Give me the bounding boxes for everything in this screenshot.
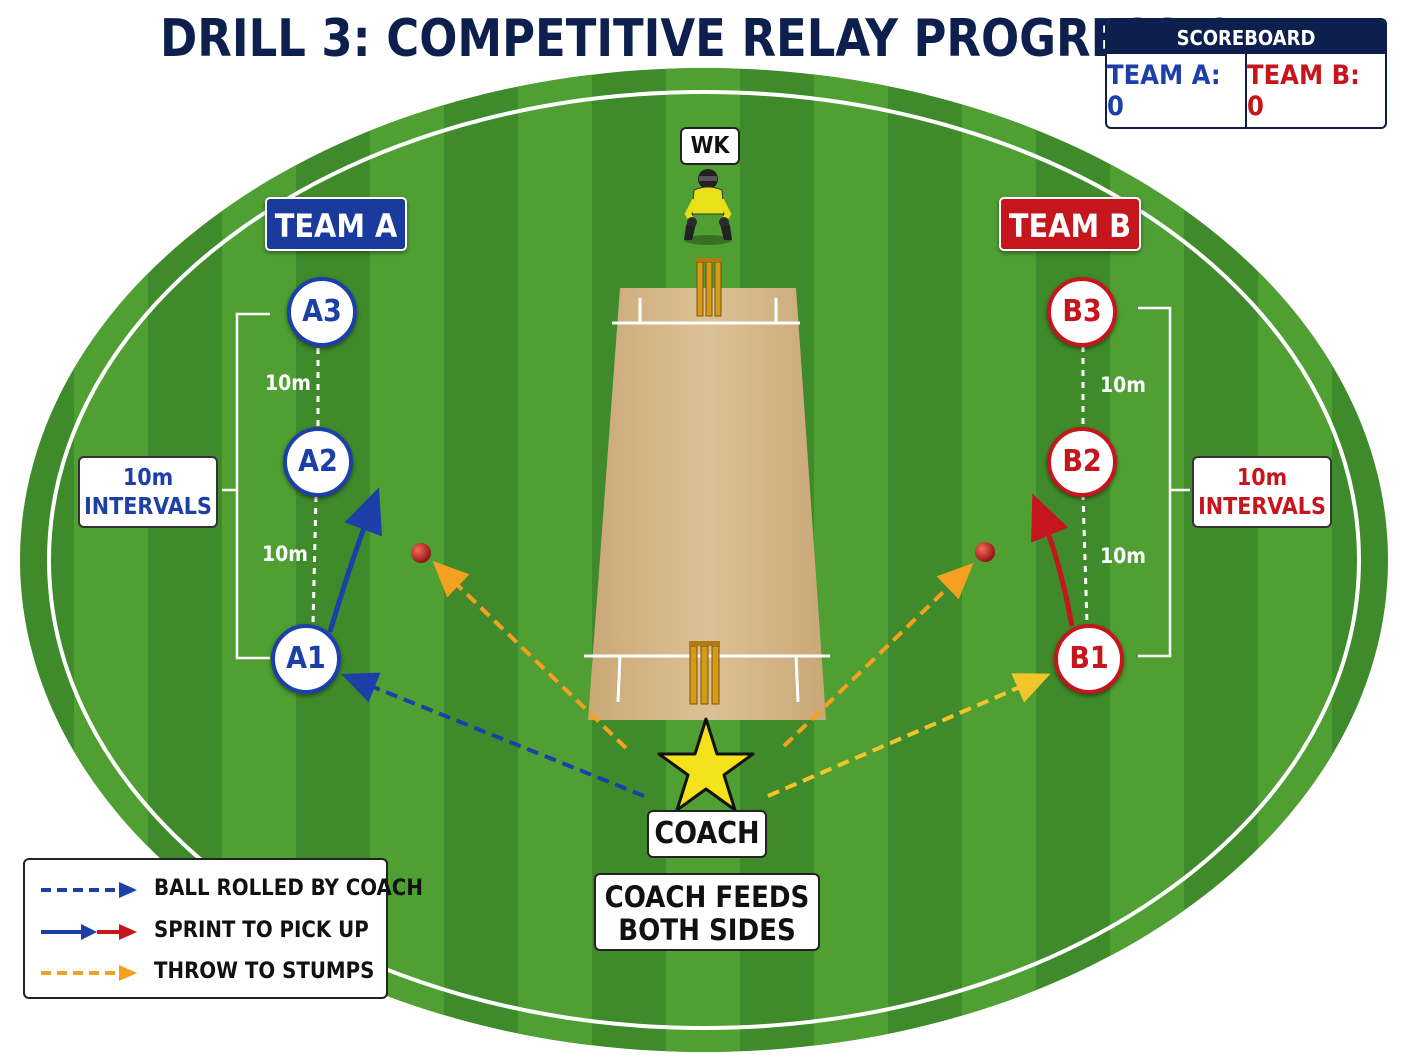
pitch <box>584 288 830 720</box>
throw-arrow-left <box>432 560 628 750</box>
distance-a-top: 10m <box>265 371 311 395</box>
legend: BALL ROLLED BY COACH SPRINT TO PICK UP T… <box>23 858 423 999</box>
dashed-blue-arrow-icon <box>41 882 137 898</box>
legend-item-throw: THROW TO STUMPS <box>39 955 379 991</box>
scoreboard-team-a: TEAM A: 0 <box>1107 54 1247 127</box>
cricket-ball-left <box>411 543 431 563</box>
team-a-interval-note: 10m INTERVALS <box>78 456 218 528</box>
stumps-near <box>689 641 720 705</box>
team-a-bracket <box>222 312 320 660</box>
team-a-badge: TEAM A <box>265 197 407 251</box>
distance-a-bottom: 10m <box>262 542 308 566</box>
stumps-far <box>696 258 722 317</box>
team-a-interval-line2: INTERVALS <box>84 494 212 520</box>
team-b-badge: TEAM B <box>999 197 1141 251</box>
ball-roll-arrow-team-a <box>341 672 645 798</box>
boundary-rope <box>47 90 1361 1030</box>
team-b-interval-note: 10m INTERVALS <box>1192 456 1332 528</box>
coach-feeds-line2: BOTH SIDES <box>618 913 796 947</box>
coach-feeds-note: COACH FEEDS BOTH SIDES <box>594 873 820 951</box>
sprint-arrow-team-b <box>1031 493 1075 627</box>
scoreboard-heading: SCOREBOARD <box>1107 20 1385 54</box>
legend-item-sprint: SPRINT TO PICK UP <box>39 914 379 950</box>
near-return-crease-right <box>794 655 800 703</box>
dashed-orange-arrow-icon <box>41 965 137 981</box>
page-title: DRILL 3: COMPETITIVE RELAY PROGRESSION <box>160 9 1277 69</box>
team-b-interval-line1: 10m <box>1236 465 1288 491</box>
scoreboard: SCOREBOARD TEAM A: 0 TEAM B: 0 <box>1105 18 1387 129</box>
player-a1: A1 <box>271 624 341 694</box>
team-a-interval-line1: 10m <box>122 465 174 491</box>
player-a3: A3 <box>287 277 357 347</box>
ball-roll-arrow-team-b <box>767 673 1051 798</box>
team-b-interval-line2: INTERVALS <box>1198 494 1326 520</box>
solid-blue-red-arrow-icon <box>41 924 137 940</box>
throw-arrow-right <box>782 562 974 748</box>
coach-label: COACH <box>647 810 767 858</box>
wicketkeeper-label: WK <box>680 127 740 165</box>
team-b-bracket <box>1081 306 1190 658</box>
grass-stripe <box>1258 68 1332 1052</box>
grass-stripe <box>518 68 592 1052</box>
distance-b-top: 10m <box>1100 373 1146 397</box>
grass-stripe <box>1110 68 1184 1052</box>
cricket-ball-right <box>975 542 995 562</box>
player-b1: B1 <box>1054 624 1124 694</box>
legend-label-ball-rolled: BALL ROLLED BY COACH <box>154 876 423 901</box>
grass-stripe <box>962 68 1036 1052</box>
sprint-arrow-team-a <box>327 487 382 633</box>
legend-label-sprint: SPRINT TO PICK UP <box>154 918 369 943</box>
scoreboard-team-b: TEAM B: 0 <box>1247 59 1360 122</box>
near-return-crease-left <box>616 655 622 703</box>
distance-b-bottom: 10m <box>1100 544 1146 568</box>
legend-item-ball-rolled: BALL ROLLED BY COACH <box>39 872 423 908</box>
player-b2: B2 <box>1047 427 1117 497</box>
wicketkeeper-icon <box>684 169 732 245</box>
grass-stripe <box>814 68 888 1052</box>
player-b3: B3 <box>1047 277 1117 347</box>
coach-star-icon <box>657 717 755 812</box>
coach-feeds-line1: COACH FEEDS <box>604 880 810 914</box>
player-a2: A2 <box>283 427 353 497</box>
legend-label-throw: THROW TO STUMPS <box>154 959 375 984</box>
